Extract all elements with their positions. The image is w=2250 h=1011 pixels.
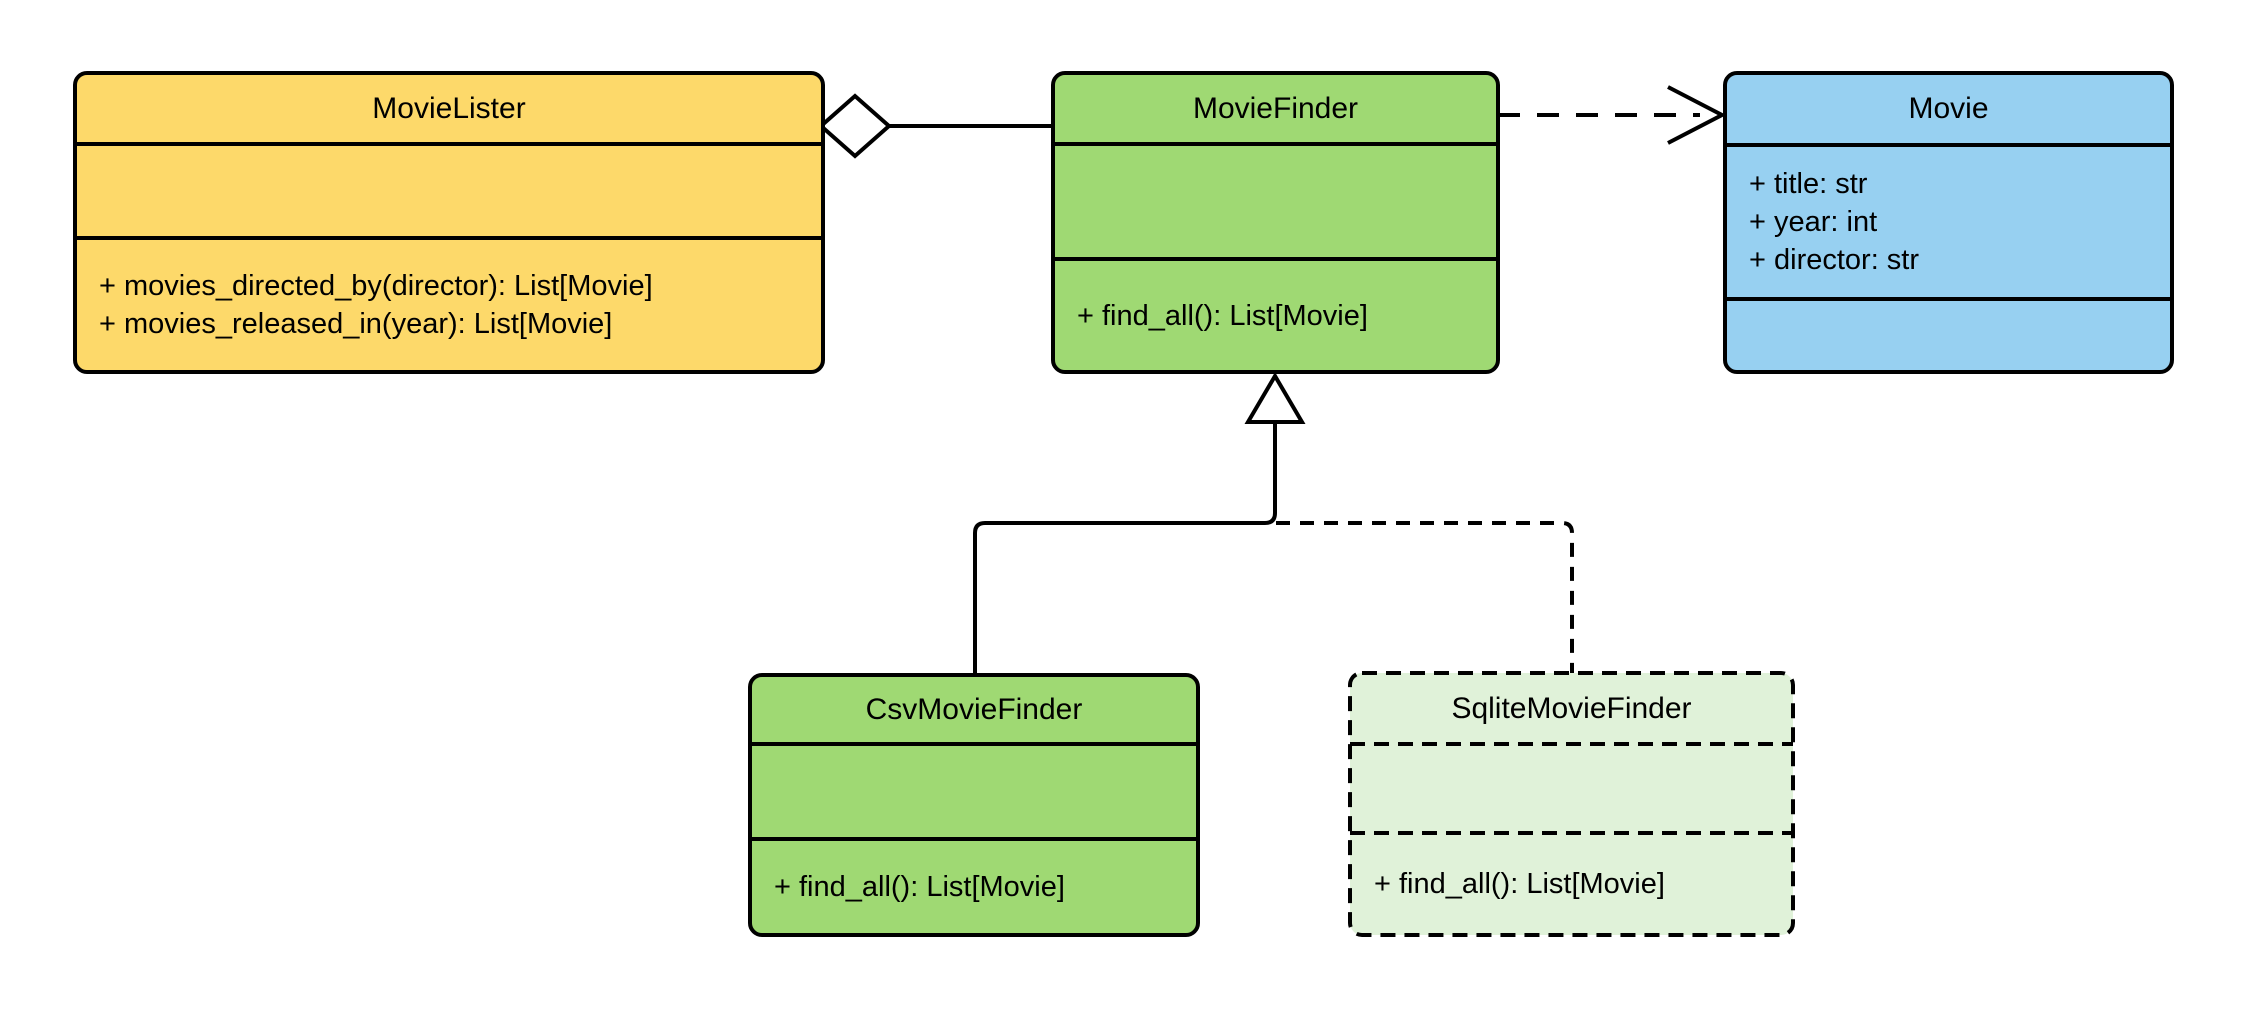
class-methods-csvmoviefinder: + find_all(): List[Movie] [774, 839, 1189, 935]
generalization-dashed-line [1276, 521, 1574, 675]
generalization-connector-sqlitemoviefinder-moviefinder[interactable] [1276, 521, 1574, 675]
method-label: + find_all(): List[Movie] [774, 871, 1065, 903]
attribute-label: + director: str [1749, 244, 1920, 276]
class-box-movielister[interactable] [73, 71, 825, 374]
class-box-sqlitemoviefinder[interactable] [1348, 671, 1795, 937]
generalization-triangle-icon [1244, 372, 1306, 424]
method-label: + find_all(): List[Movie] [1077, 299, 1368, 332]
class-box-movie[interactable] [1723, 71, 2174, 374]
attribute-label: + year: int [1749, 206, 1878, 238]
attribute-label: + title: str [1749, 168, 1868, 200]
class-title-moviefinder: MovieFinder [1192, 91, 1359, 125]
class-title-csvmoviefinder: CsvMovieFinder [865, 692, 1083, 726]
generalization-connector-csvmoviefinder-moviefinder[interactable] [973, 372, 1306, 677]
aggregation-diamond-icon [817, 93, 893, 159]
class-box-moviefinder[interactable] [1051, 71, 1500, 374]
dependency-connector-moviefinder-movie[interactable] [1498, 85, 1727, 145]
class-methods-movielister: + movies_directed_by(director): List[Mov… [99, 238, 809, 372]
class-rect-movielister [73, 71, 825, 374]
method-label: + find_all(): List[Movie] [1374, 868, 1665, 900]
class-rect-moviefinder [1051, 71, 1500, 374]
class-methods-sqlitemoviefinder: + find_all(): List[Movie] [1374, 833, 1784, 935]
class-title-sqlitemoviefinder: SqliteMovieFinder [1451, 691, 1692, 725]
class-title-movielister: MovieLister [372, 91, 526, 125]
method-label: + movies_released_in(year): List[Movie] [99, 308, 613, 340]
class-rect-csvmoviefinder [748, 673, 1200, 937]
method-label: + movies_directed_by(director): List[Mov… [99, 270, 653, 302]
class-title-movie: Movie [1908, 92, 1989, 125]
aggregation-connector-movielister-moviefinder[interactable] [817, 93, 1053, 159]
generalization-solid-line [973, 422, 1277, 677]
class-methods-moviefinder: + find_all(): List[Movie] [1077, 259, 1487, 372]
class-box-csvmoviefinder[interactable] [748, 673, 1200, 937]
class-attributes-movie: + title: str + year: int + director: str [1749, 145, 2159, 299]
dependency-open-arrowhead-icon [1667, 85, 1727, 145]
class-rect-sqlitemoviefinder [1348, 671, 1795, 937]
